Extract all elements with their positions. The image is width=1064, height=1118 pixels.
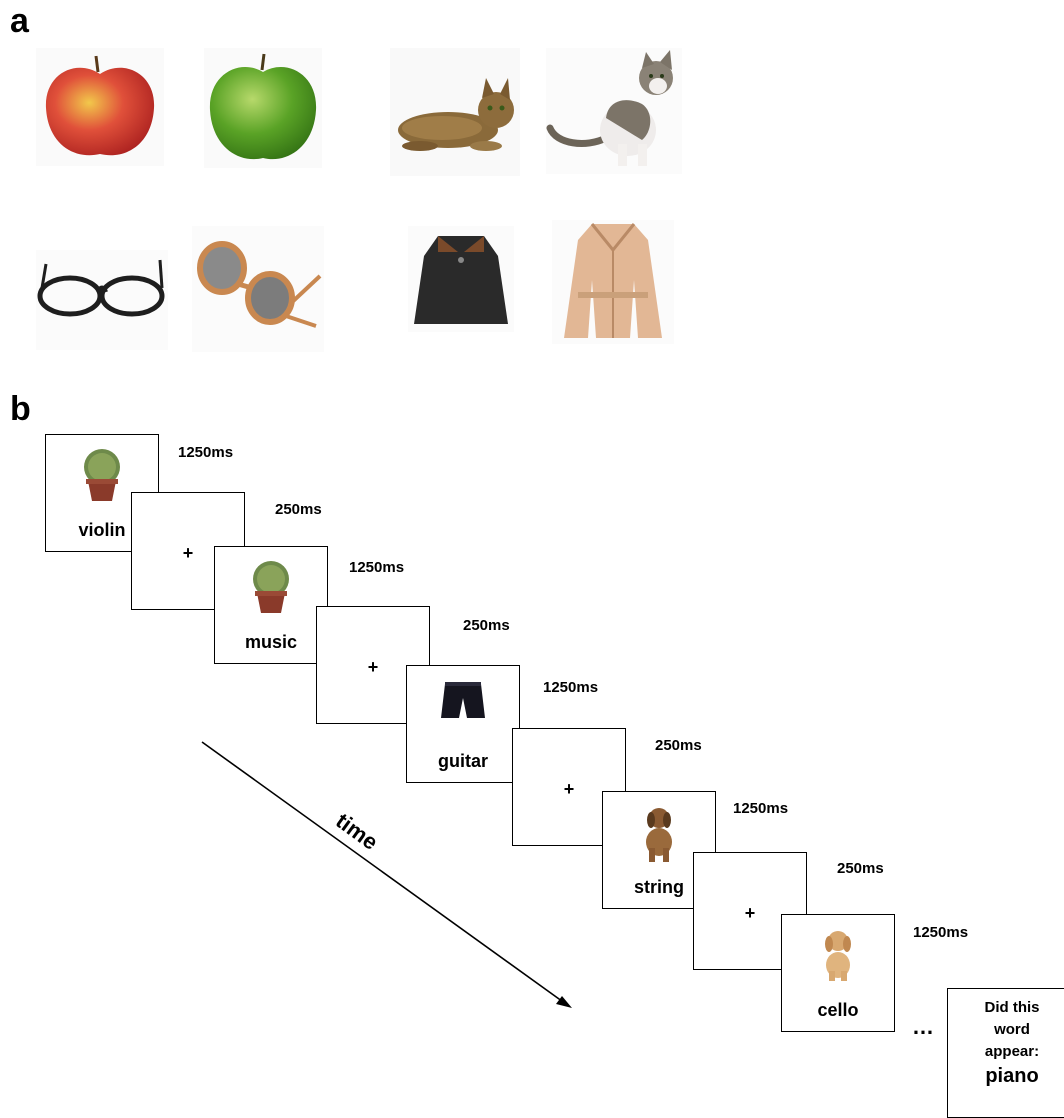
time-arrow	[0, 0, 1064, 1106]
